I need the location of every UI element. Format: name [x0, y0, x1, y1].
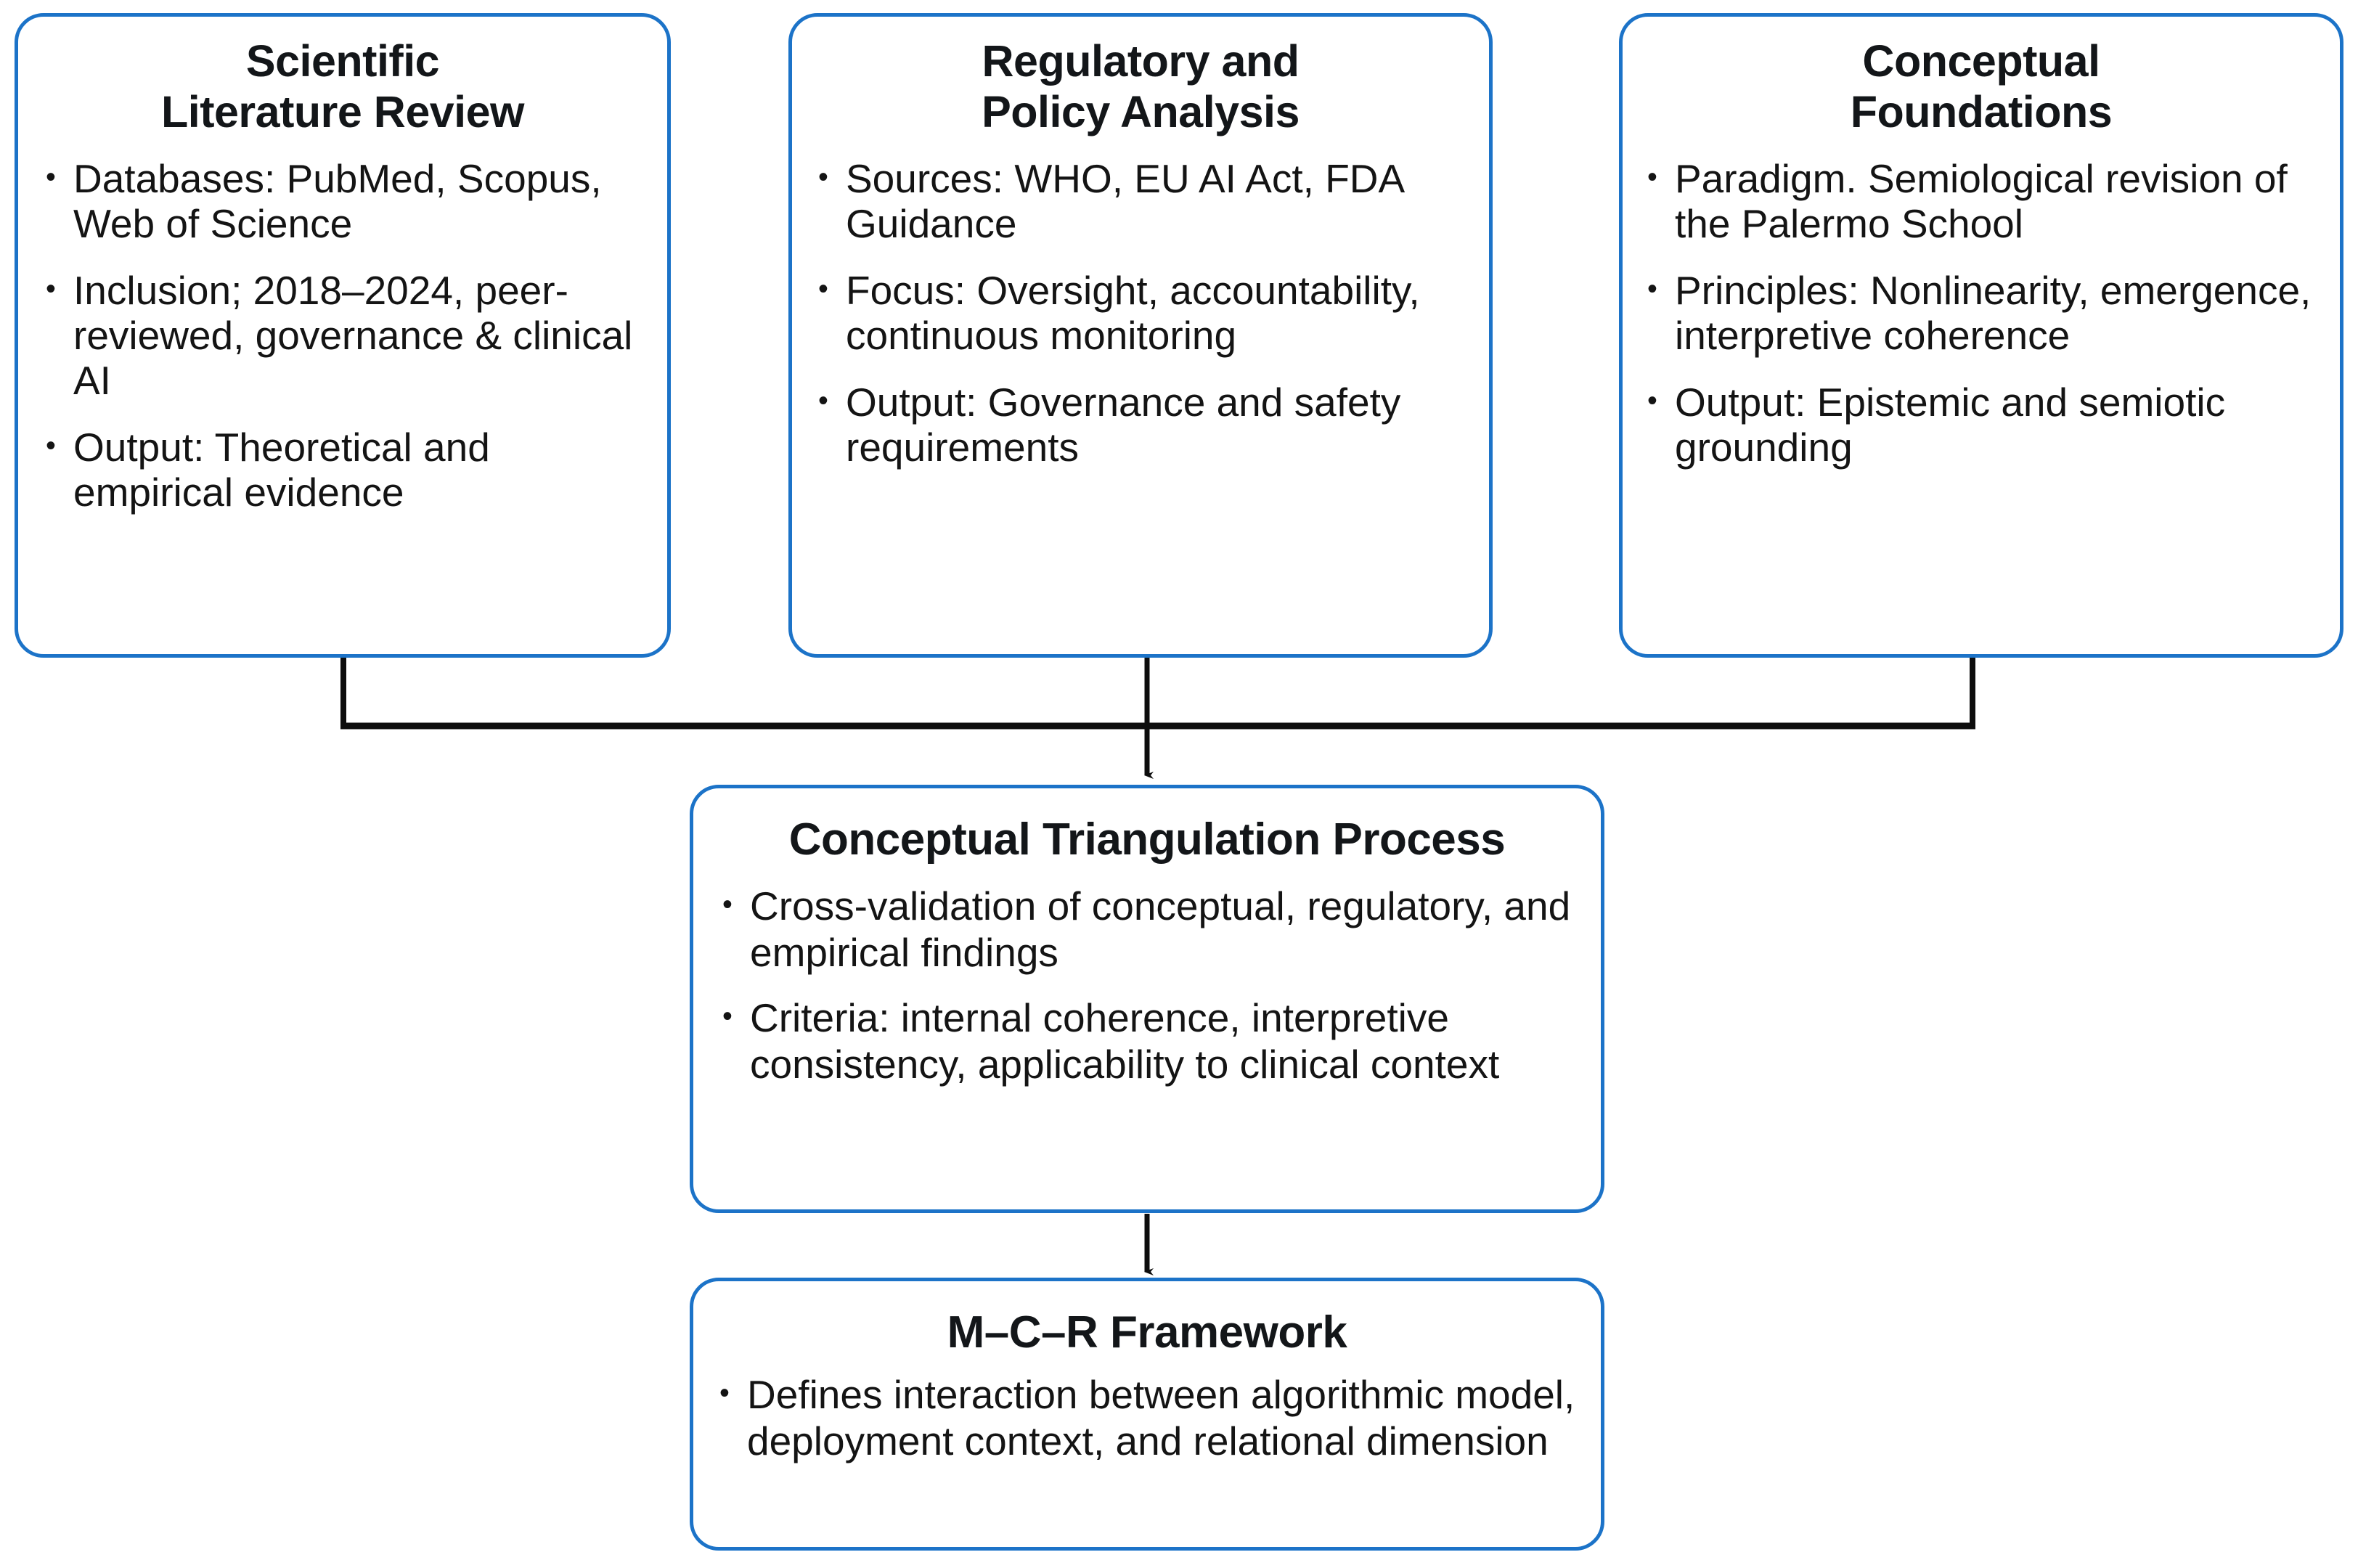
list-item: Paradigm. Semiological revision of the P…	[1641, 155, 2325, 246]
node-conceptual-triangulation-process[interactable]: Conceptual Triangulation Process Cross-v…	[690, 785, 1604, 1213]
bullet-list-conceptual-foundations: Paradigm. Semiological revision of the P…	[1623, 155, 2340, 470]
node-mcr-framework[interactable]: M–C–R Framework Defines interaction betw…	[690, 1278, 1604, 1551]
bullet-list-mcr-framework: Defines interaction between algorithmic …	[693, 1370, 1601, 1464]
list-item: Databases: PubMed, Scopus, Web of Scienc…	[40, 155, 651, 246]
list-item: Output: Governance and safety requiremen…	[812, 378, 1473, 470]
list-item: Output: Epistemic and semiotic grounding	[1641, 378, 2325, 470]
node-title-conceptual-triangulation-process: Conceptual Triangulation Process	[788, 814, 1506, 865]
node-title-scientific-literature-review: Scientific Literature Review	[160, 36, 525, 136]
list-item: Output: Theoretical and empirical eviden…	[40, 423, 651, 515]
list-item: Defines interaction between algorithmic …	[714, 1370, 1591, 1464]
list-item: Focus: Oversight, accountability, contin…	[812, 266, 1473, 358]
node-title-conceptual-foundations: Conceptual Foundations	[1850, 36, 2113, 136]
list-item: Inclusion; 2018–2024, peer-reviewed, gov…	[40, 266, 651, 403]
bullet-list-regulatory-and-policy-analysis: Sources: WHO, EU AI Act, FDA Guidance Fo…	[792, 155, 1489, 470]
list-item: Sources: WHO, EU AI Act, FDA Guidance	[812, 155, 1473, 246]
node-title-regulatory-and-policy-analysis: Regulatory and Policy Analysis	[982, 36, 1300, 136]
node-title-mcr-framework: M–C–R Framework	[947, 1307, 1347, 1357]
bullet-list-scientific-literature-review: Databases: PubMed, Scopus, Web of Scienc…	[18, 155, 667, 515]
list-item: Criteria: internal coherence, interpreti…	[717, 993, 1589, 1087]
node-conceptual-foundations[interactable]: Conceptual Foundations Paradigm. Semiolo…	[1619, 13, 2343, 658]
list-item: Principles: Nonlinearity, emergence, int…	[1641, 266, 2325, 358]
list-item: Cross-validation of conceptual, regulato…	[717, 881, 1589, 976]
node-regulatory-and-policy-analysis[interactable]: Regulatory and Policy Analysis Sources: …	[788, 13, 1493, 658]
bullet-list-conceptual-triangulation-process: Cross-validation of conceptual, regulato…	[693, 881, 1601, 1087]
node-scientific-literature-review[interactable]: Scientific Literature Review Databases: …	[15, 13, 671, 658]
